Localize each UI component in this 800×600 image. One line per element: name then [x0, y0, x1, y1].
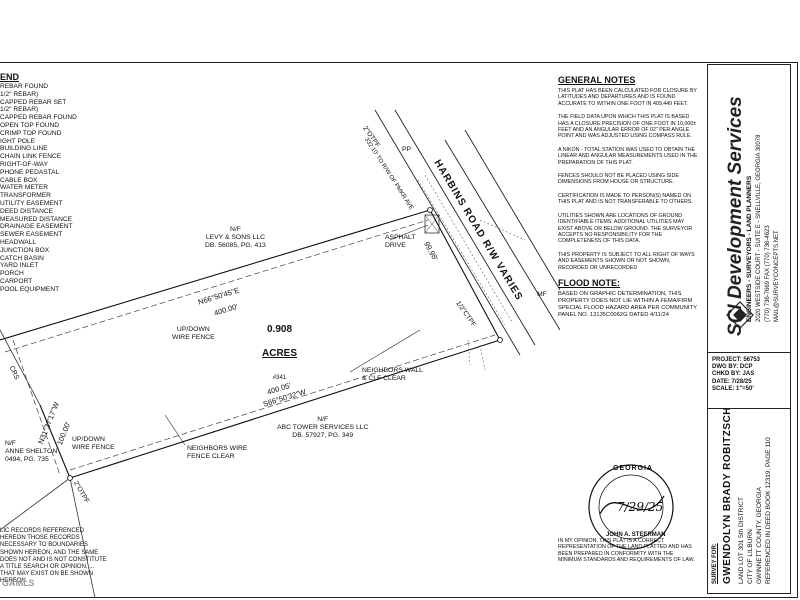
general-note: CERTIFICATION IS MADE TO PERSON(S) NAMED…	[558, 192, 693, 206]
company-phone: (770) 736-7669 FAX (770) 736-4623	[765, 225, 771, 322]
company-address: 2020 WESTSIDE COURT - SUITE E - SNELLVIL…	[756, 134, 762, 322]
flood-note-title: FLOOD NOTE:	[558, 277, 620, 288]
leader-lines	[164, 224, 429, 446]
neighbors-wall-label: NEIGHBORS WALL & CLF CLEAR	[362, 367, 423, 382]
general-note: A NIKON - TOTAL STATION WAS USED TO OBTA…	[558, 146, 698, 166]
city: CITY OF LILBURN	[747, 529, 754, 584]
acreage-value: 0.908	[266, 324, 293, 335]
legend-item: MEASURED DISTANCE	[0, 215, 73, 223]
legend-item: REBAR FOUND	[0, 83, 48, 90]
company-email: MAIL@SURVEYCONCEPTS.NET	[774, 230, 780, 322]
drawn-by: DWG BY: DCP	[712, 364, 753, 371]
mls-watermark: GAMLS	[2, 578, 35, 588]
legend-item: WATER METER	[0, 184, 48, 192]
general-note: THE FIELD DATA UPON WHICH THIS PLAT IS B…	[558, 114, 697, 140]
legend-item: CRIMP TOP FOUND	[0, 129, 62, 137]
abc-parcel-label: N/F ABC TOWER SERVICES LLC DB. 57927, PG…	[277, 416, 369, 439]
deed-reference: REFERENCED IN DEED BOOK 12319, PAGE 110	[765, 437, 772, 584]
general-note: THIS PLAT HAS BEEN CALCULATED FOR CLOSUR…	[558, 88, 697, 107]
legend-item: CARPORT	[0, 277, 33, 285]
fence-lines	[4, 219, 496, 476]
corner-markers	[67, 207, 503, 481]
adjacent-lines	[0, 329, 96, 598]
client-name: GWENDOLYN BRADY ROBITZSCH	[722, 407, 733, 584]
land-lot: LAND LOT 301 5th DISTRICT	[738, 497, 745, 584]
legend-item: SEWER EASEMENT	[0, 231, 63, 239]
legend-item: 1/2" REBAR)	[0, 106, 39, 114]
project-date: DATE: 7/28/25	[712, 378, 752, 385]
acreage-unit: ACRES	[262, 348, 298, 359]
legend-item: PHONE PEDASTAL	[0, 168, 60, 176]
surveyor-seal	[588, 464, 674, 550]
updown-fence-label-2: UP/DOWN WIRE FENCE	[72, 436, 115, 451]
legend-item: CABLE BOX	[0, 176, 38, 184]
legend-item: YARD INLET	[0, 262, 39, 270]
legend-item: CATCH BASIN	[0, 254, 44, 262]
legend-item: JUNCTION BOX	[0, 246, 50, 254]
certification-statement: IN MY OPINION, THIS PLAT IS A CORRECT RE…	[558, 538, 695, 563]
asphalt-drive-label: ASPHALT DRIVE	[385, 234, 416, 249]
general-note: FENCES SHOULD NOT BE PLACED USING SIDE D…	[558, 173, 679, 186]
road-lines	[374, 109, 560, 356]
seal-name: JOHN A. STEERMAN	[606, 532, 666, 538]
signature-stroke	[599, 495, 665, 515]
company-logo-icon	[726, 301, 754, 329]
power-pole-label: PP	[402, 146, 412, 153]
seal-date: 7/29/25	[617, 500, 664, 514]
legend-item: UTILITY EASEMENT	[0, 199, 63, 207]
legend-item: CHAIN LINK FENCE	[0, 153, 62, 161]
legend-item: OPEN TOP FOUND	[0, 121, 59, 129]
legend-item: POOL EQUIPMENT	[0, 285, 60, 293]
parcel-boundary	[0, 209, 501, 479]
survey-for-label: SURVEY FOR:	[712, 543, 718, 584]
records-note: LIC RECORDS REFERENCED HEREON THOSE RECO…	[0, 528, 107, 585]
parcel-number: #341	[272, 375, 287, 381]
updown-fence-label: UP/DOWN WIRE FENCE	[172, 326, 215, 341]
legend-item: 1/2" REBAR)	[0, 90, 39, 98]
flood-note: FLOOD NOTE: BASED ON GRAPHIC DETERMINATI…	[558, 278, 698, 319]
neighbors-wire-label: NEIGHBORS WIRE FENCE CLEAR	[187, 445, 248, 460]
legend-item: DRAINAGE EASEMENT	[0, 223, 73, 231]
utility-lines	[417, 174, 526, 371]
drawing-border	[0, 62, 798, 598]
general-notes-list: THIS PLAT HAS BEEN CALCULATED FOR CLOSUR…	[558, 88, 698, 271]
legend-item: RIGHT-OF-WAY	[0, 160, 48, 168]
legend-item: IGHT POLE	[0, 137, 36, 145]
general-note: THIS PROPERTY IS SUBJECT TO ALL RIGHT OF…	[558, 251, 695, 271]
shelton-parcel-label: N/F ANNE SHELTON 0494, PG. 735	[5, 440, 58, 463]
flood-note-text: BASED ON GRAPHIC DETERMINATION, THIS PRO…	[558, 290, 697, 318]
meter-label: MF	[537, 291, 547, 298]
levy-parcel-label: N/F LEVY & SONS LLC DB. 56085, PG. 413	[205, 226, 266, 249]
title-block	[707, 64, 791, 594]
project-number: PROJECT: 56753	[712, 357, 761, 363]
general-notes: GENERAL NOTES THIS PLAT HAS BEEN CALCULA…	[558, 75, 698, 319]
general-note: UTILITIES SHOWN ARE LOCATIONS OF GROUND …	[558, 212, 693, 245]
seal-state: GEORGIA	[613, 465, 654, 472]
legend-item: HEADWALL	[0, 238, 37, 246]
legend-item: CAPPED REBAR FOUND	[0, 114, 77, 122]
project-info: PROJECT: 56753 DWG BY: DCP CHKD BY: JAS …	[712, 357, 790, 393]
legend-item: BUILDING LINE	[0, 145, 48, 153]
county: GWINNETT COUNTY, GEORGIA	[756, 487, 763, 584]
plat-drawing	[0, 109, 560, 598]
acreage-label: 0.908 ACRES #341	[262, 310, 297, 390]
legend-item: DEED DISTANCE	[0, 207, 54, 215]
legend-item: TRANSFORMER	[0, 192, 51, 200]
legend-item: CAPPED REBAR SET	[0, 98, 67, 106]
project-scale: SCALE: 1"=50'	[712, 385, 754, 392]
drive-hatch	[424, 214, 440, 234]
checked-by: CHKD BY: JAS	[712, 371, 755, 378]
legend-title: END	[0, 72, 20, 82]
legend-item: PORCH	[0, 270, 24, 278]
general-notes-title: GENERAL NOTES	[558, 75, 636, 85]
